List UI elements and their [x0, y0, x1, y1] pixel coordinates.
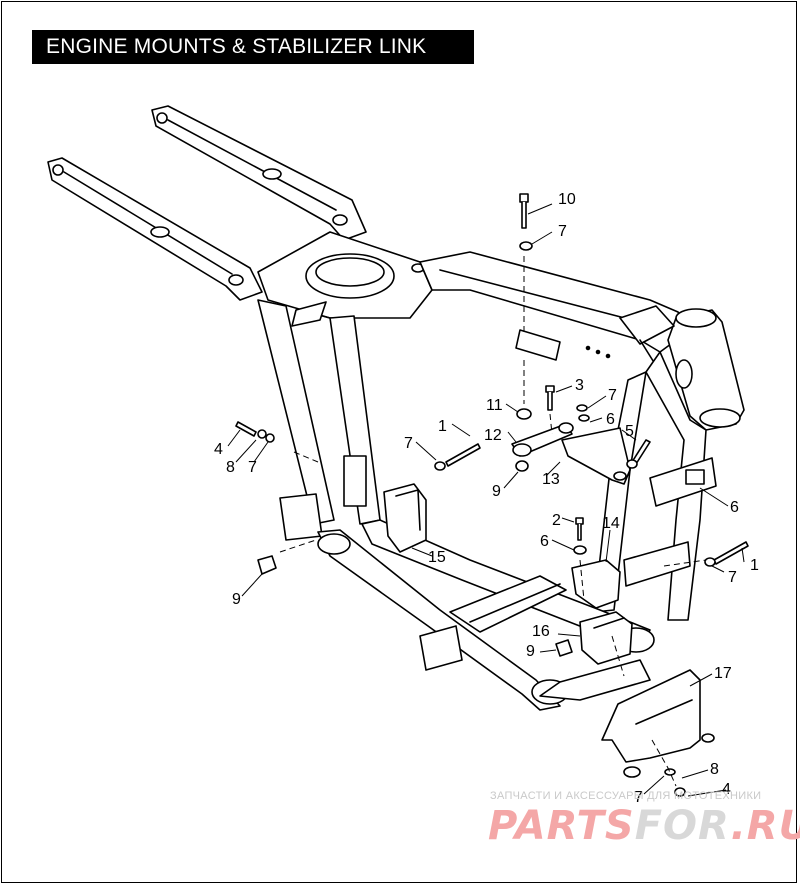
- seat-crossmember: [257, 231, 433, 319]
- hardware-washers-7-6: [576, 404, 590, 422]
- callout-9: 9: [526, 643, 535, 660]
- callout-4: 4: [722, 781, 731, 798]
- hardware-bolt-1-left: [434, 443, 481, 471]
- hardware-bolt-3: [545, 385, 555, 411]
- backbone-rail: [419, 251, 691, 361]
- callout-13: 13: [542, 471, 560, 488]
- callout-12: 12: [484, 427, 502, 444]
- callout-1: 1: [750, 557, 759, 574]
- watermark-logo-part1: PARTS: [488, 803, 635, 849]
- hardware-nut-9-center: [515, 460, 529, 472]
- callout-9: 9: [232, 591, 241, 608]
- seat-posts: [257, 299, 381, 541]
- callout-6: 6: [540, 533, 549, 550]
- engine-mount-15: [383, 483, 427, 553]
- watermark-logo-part2: FOR: [634, 803, 731, 849]
- watermark-logo-part3: .RU: [730, 803, 800, 849]
- stabilizer-bracket-13: [561, 427, 631, 485]
- stabilizer-link-12: [511, 422, 574, 457]
- transmission-cradle: [419, 575, 567, 671]
- callout-14: 14: [602, 515, 620, 532]
- hardware-bolt-2: [573, 517, 587, 555]
- callout-8: 8: [226, 459, 235, 476]
- callout-15: 15: [428, 549, 446, 566]
- callout-7: 7: [634, 789, 643, 806]
- hardware-bolt-4-bottom: [664, 768, 686, 797]
- hardware-bolt-4-left: [235, 421, 275, 443]
- callout-5: 5: [625, 423, 634, 440]
- callout-16: 16: [532, 623, 550, 640]
- watermark-logo: PARTSFOR.RU: [488, 802, 800, 850]
- callout-3: 3: [575, 377, 584, 394]
- hardware-nut-9-lower: [555, 639, 573, 657]
- front-mount-bracket-14: [571, 559, 621, 609]
- callout-1: 1: [438, 418, 447, 435]
- hardware-bolt-1-right: [704, 541, 749, 567]
- callout-17: 17: [714, 665, 732, 682]
- callout-8: 8: [710, 761, 719, 778]
- callout-7: 7: [248, 459, 257, 476]
- bracket-17: [601, 669, 715, 778]
- watermark-subtitle: ЗАПЧАСТИ И АКСЕССУАРЫ ДЛЯ МОТОТЕХНИКИ: [490, 790, 762, 802]
- callout-9: 9: [492, 483, 501, 500]
- hardware-bolt-5: [626, 439, 651, 469]
- left-fender-strut: [47, 157, 263, 301]
- hardware-bolt-10: [519, 193, 529, 229]
- callout-7: 7: [404, 435, 413, 452]
- right-fender-strut: [151, 105, 367, 241]
- callout-11: 11: [486, 397, 503, 414]
- callout-4: 4: [214, 441, 223, 458]
- callout-7: 7: [608, 387, 617, 404]
- callout-6: 6: [606, 411, 615, 428]
- callout-6: 6: [730, 499, 739, 516]
- hardware-washer-7-top: [519, 241, 533, 251]
- hardware-nut-9-left: [257, 555, 277, 575]
- callout-7: 7: [558, 223, 567, 240]
- callout-7: 7: [728, 569, 737, 586]
- callout-10: 10: [558, 191, 576, 208]
- diagram-title: ENGINE MOUNTS & STABILIZER LINK: [32, 30, 474, 64]
- callout-2: 2: [552, 512, 561, 529]
- engine-mount-16: [579, 611, 633, 665]
- hardware-washer-11: [516, 408, 532, 420]
